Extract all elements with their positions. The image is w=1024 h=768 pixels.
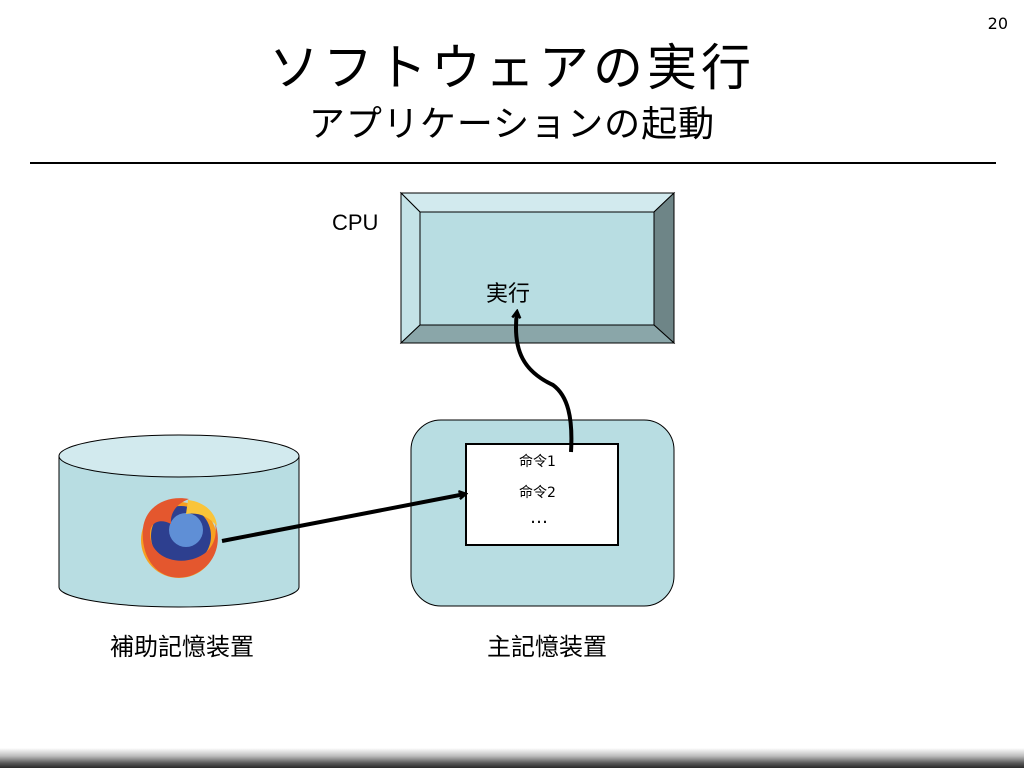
page-number: 20 — [987, 14, 1008, 33]
aux-storage-label: 補助記憶装置 — [110, 633, 254, 661]
cpu-label: CPU — [332, 210, 379, 235]
slide-subtitle: アプリケーションの起動 — [308, 104, 716, 145]
instruction-2: 命令2 — [519, 485, 556, 501]
instruction-ellipsis: … — [530, 507, 548, 528]
cpu-box — [399, 191, 676, 345]
firefox-icon — [141, 498, 218, 578]
fetch-arrow — [516, 312, 574, 453]
footer-bar — [0, 748, 1024, 768]
instruction-1: 命令1 — [519, 454, 556, 470]
title-rule — [30, 162, 996, 164]
load-arrow — [221, 494, 465, 543]
slide-title: ソフトウェアの実行 — [269, 39, 755, 97]
main-memory-label: 主記憶装置 — [487, 633, 607, 661]
execute-label: 実行 — [486, 282, 531, 307]
